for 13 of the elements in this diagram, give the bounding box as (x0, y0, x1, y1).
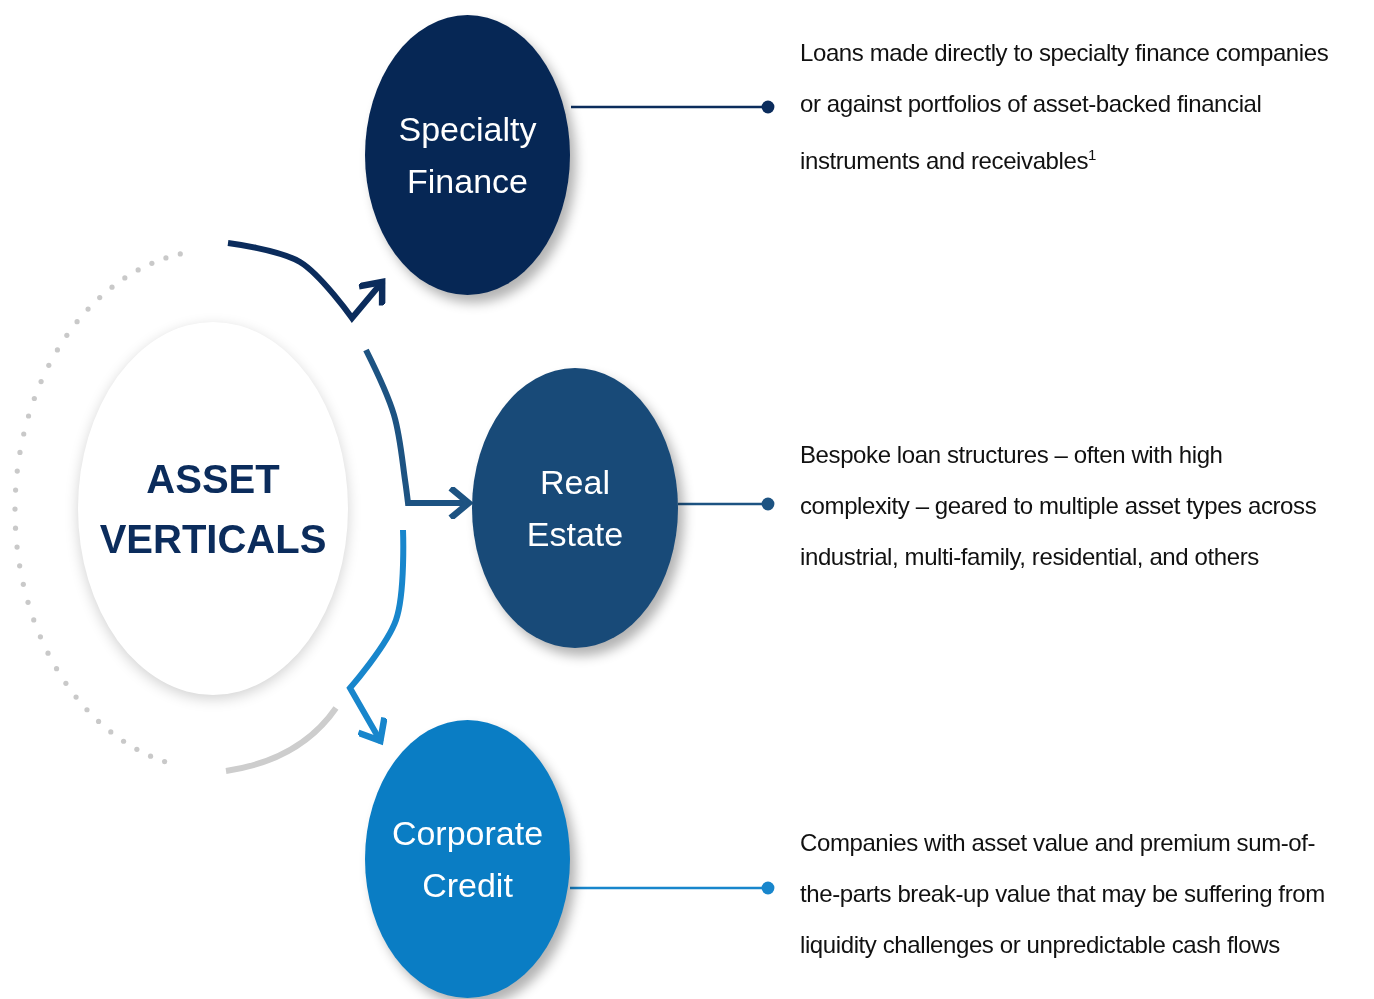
curved-arrow (363, 348, 472, 520)
curved-arrow (227, 240, 386, 321)
description-text: Companies with asset value and premium sum-of-the-parts break-up value that may be suffering from liquidity challenges or unpredictable cash flows (800, 827, 1326, 960)
circle-label: Specialty Finance (397, 109, 538, 202)
circle-label: ASSET VERTICALS (99, 455, 327, 563)
leader-line (570, 881, 775, 895)
leader-line (678, 497, 775, 511)
leader-line (571, 100, 775, 114)
description-text: Loans made directly to specialty finance companies or against portfolios of asset-backed financial instruments and receivables$^{1}$ (800, 37, 1330, 176)
curved-arrow (347, 529, 407, 745)
circle-label: Corporate Credit (391, 813, 544, 906)
description-text: Bespoke loan structures – often with high complexity – geared to multiple asset types across industrial, multi-family, residential, and others (800, 439, 1318, 572)
circle-label: Real Estate (525, 462, 625, 555)
